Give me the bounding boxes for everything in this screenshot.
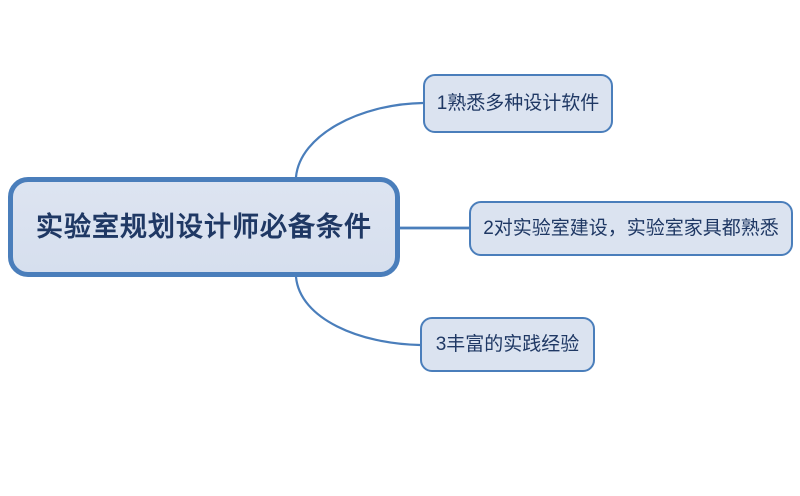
branch-node-2-label: 2对实验室建设，实验室家具都熟悉 bbox=[483, 218, 779, 239]
connector-root-to-branch-1 bbox=[294, 101, 425, 179]
connector-root-to-branch-3 bbox=[294, 275, 422, 347]
branch-node-1[interactable]: 1熟悉多种设计软件 bbox=[423, 74, 613, 133]
root-node[interactable]: 实验室规划设计师必备条件 bbox=[8, 177, 400, 277]
branch-node-1-label: 1熟悉多种设计软件 bbox=[436, 93, 600, 114]
branch-node-3-label: 3丰富的实践经验 bbox=[435, 334, 580, 355]
branch-node-3[interactable]: 3丰富的实践经验 bbox=[420, 317, 595, 372]
root-node-label: 实验室规划设计师必备条件 bbox=[36, 211, 372, 242]
branch-node-2[interactable]: 2对实验室建设，实验室家具都熟悉 bbox=[469, 201, 793, 256]
